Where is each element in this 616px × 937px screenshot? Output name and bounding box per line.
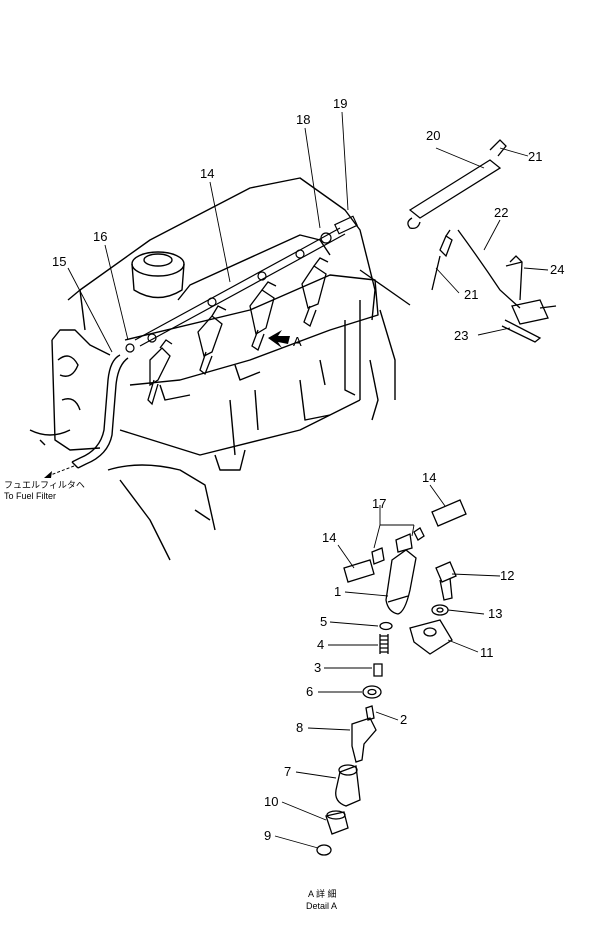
- callout-7: 7: [284, 764, 291, 779]
- glow-plug-harness: [359, 139, 557, 343]
- callout-23: 23: [454, 328, 468, 343]
- arrow-to-fuel-filter: [47, 465, 75, 477]
- callout-6: 6: [306, 684, 313, 699]
- callout-14-left: 14: [322, 530, 336, 545]
- callout-2: 2: [400, 712, 407, 727]
- callout-14-right: 14: [422, 470, 436, 485]
- callout-3: 3: [314, 660, 321, 675]
- arrowhead-fuel-filter: [44, 471, 52, 478]
- callout-16: 16: [93, 229, 107, 244]
- injector-2: [197, 305, 227, 376]
- callout-17: 17: [372, 496, 386, 511]
- fuel-filter-label-jp: フュエルフィルタヘ: [4, 480, 85, 490]
- callout-11: 11: [480, 645, 494, 660]
- callout-20: 20: [426, 128, 440, 143]
- callout-24: 24: [550, 262, 564, 277]
- detail-caption-jp: A 詳 細: [308, 888, 337, 899]
- callout-9: 9: [264, 828, 271, 843]
- detail-a: [316, 499, 467, 856]
- callout-15: 15: [52, 254, 66, 269]
- callout-5: 5: [320, 614, 327, 629]
- callout-21-upper: 21: [528, 149, 542, 164]
- view-arrow-a: [268, 330, 290, 348]
- leader-lines: [67, 111, 549, 849]
- callout-19: 19: [333, 96, 347, 111]
- fuel-return-hose: [71, 354, 129, 469]
- callout-12: 12: [500, 568, 514, 583]
- leak-off-pipe: [125, 215, 358, 353]
- callout-22: 22: [494, 205, 508, 220]
- callout-10: 10: [264, 794, 278, 809]
- callout-numbers: 16 15 14 18 19 20 21 22 21 23 24 14 17 1…: [52, 96, 564, 843]
- callout-13: 13: [488, 606, 502, 621]
- callout-4: 4: [317, 637, 324, 652]
- injector-3: [249, 281, 277, 351]
- injector-4: [301, 257, 329, 327]
- view-marker-label: A: [293, 334, 302, 349]
- fuel-filter-label-en: To Fuel Filter: [4, 491, 56, 501]
- callout-8: 8: [296, 720, 303, 735]
- callout-1: 1: [334, 584, 341, 599]
- callout-21-lower: 21: [464, 287, 478, 302]
- engine-block: [29, 177, 396, 561]
- injector-1: [147, 339, 173, 406]
- callout-18: 18: [296, 112, 310, 127]
- detail-caption-en: Detail A: [306, 901, 337, 911]
- callout-14-upper: 14: [200, 166, 214, 181]
